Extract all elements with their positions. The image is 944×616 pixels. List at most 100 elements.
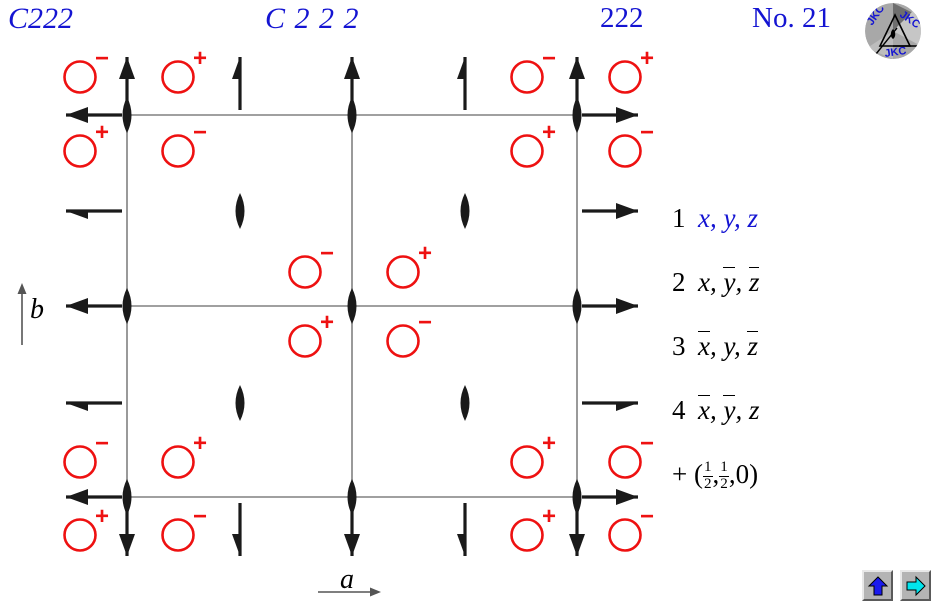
atom-height-sign: + bbox=[542, 430, 556, 457]
atom-circle bbox=[608, 445, 642, 479]
arrow-head bbox=[457, 534, 465, 556]
twofold-axis-lens bbox=[347, 97, 357, 133]
atom-height-sign: + bbox=[542, 503, 556, 530]
arrow-head bbox=[616, 298, 638, 314]
operation-row: 2 x, y, z bbox=[672, 250, 912, 314]
twofold-axis-arrow-horizontal bbox=[582, 203, 638, 219]
general-position-atom: − bbox=[386, 309, 432, 358]
arrow-head bbox=[569, 57, 585, 79]
twofold-axis-lens bbox=[572, 288, 582, 324]
atom-circle bbox=[288, 255, 322, 289]
atom-circle bbox=[608, 134, 642, 168]
atom-circle bbox=[63, 518, 97, 552]
operation-coords-2: x, y, z bbox=[698, 267, 760, 297]
centering-comma-2: , bbox=[728, 459, 736, 489]
atom-circle bbox=[608, 60, 642, 94]
atom-height-sign: − bbox=[95, 45, 109, 72]
atom-height-sign: + bbox=[95, 119, 109, 146]
nav-next-button[interactable] bbox=[900, 570, 931, 601]
atom-circle bbox=[386, 255, 420, 289]
coord-y-bar: y bbox=[723, 395, 736, 425]
general-position-atom: + bbox=[510, 503, 556, 552]
general-position-atom: + bbox=[510, 430, 556, 479]
atom-height-sign: + bbox=[320, 309, 334, 336]
twofold-axis-lens bbox=[572, 479, 582, 515]
arrow-head bbox=[66, 298, 88, 314]
general-position-atom: − bbox=[510, 45, 556, 94]
twofold-axis-lens bbox=[347, 479, 357, 515]
nav-up-button[interactable] bbox=[862, 570, 893, 601]
general-position-atom: − bbox=[161, 119, 207, 168]
arrow-head bbox=[616, 107, 638, 123]
arrow-head bbox=[569, 534, 585, 556]
arrow-head bbox=[66, 211, 88, 219]
coord-y: y bbox=[723, 203, 734, 233]
general-position-atom: − bbox=[161, 503, 207, 552]
twofold-axis-arrow-horizontal bbox=[582, 298, 638, 314]
atom-circle bbox=[161, 445, 195, 479]
atom-circle bbox=[161, 60, 195, 94]
arrow-head bbox=[232, 534, 240, 556]
inplane-twofold-axes bbox=[66, 57, 638, 556]
twofold-axis-arrow-horizontal bbox=[582, 107, 638, 123]
general-position-atom: − bbox=[63, 430, 109, 479]
twofold-axis-arrow-horizontal bbox=[66, 298, 122, 314]
atom-height-sign: + bbox=[640, 45, 654, 72]
arrow-head bbox=[457, 57, 465, 79]
atom-circle bbox=[63, 134, 97, 168]
atom-height-sign: − bbox=[418, 309, 432, 336]
general-position-atom: − bbox=[608, 430, 654, 479]
atom-circle bbox=[510, 134, 544, 168]
twofold-axis-lens bbox=[235, 385, 245, 421]
centering-comma-1: , bbox=[712, 459, 720, 489]
operation-number: 2 bbox=[672, 267, 686, 297]
coord-x-bar: x bbox=[698, 331, 710, 361]
jkc-logo: JKC JKC JKC bbox=[865, 3, 921, 59]
atom-height-sign: − bbox=[542, 45, 556, 72]
atom-height-sign: − bbox=[95, 430, 109, 457]
atom-circle bbox=[161, 134, 195, 168]
twofold-axis-lens bbox=[235, 193, 245, 229]
twofold-axis-lens bbox=[122, 288, 132, 324]
twofold-axis-arrow-horizontal bbox=[582, 489, 638, 505]
atom-height-sign: − bbox=[193, 503, 207, 530]
general-position-atom: − bbox=[608, 503, 654, 552]
perpendicular-twofold-axes bbox=[122, 97, 582, 515]
centering-plus: + bbox=[672, 459, 688, 489]
point-group-symbol: 222 bbox=[600, 2, 644, 34]
twofold-axis-arrow-vertical bbox=[232, 503, 242, 556]
twofold-axis-lens bbox=[122, 97, 132, 133]
atom-height-sign: − bbox=[320, 240, 334, 267]
general-position-atom: − bbox=[608, 119, 654, 168]
atom-height-sign: + bbox=[542, 119, 556, 146]
atom-circle bbox=[288, 324, 322, 358]
arrow-head bbox=[119, 534, 135, 556]
atom-height-sign: + bbox=[418, 240, 432, 267]
twofold-axis-arrow-horizontal bbox=[582, 401, 638, 411]
axis-a-label: a bbox=[340, 564, 354, 595]
operation-number: 1 bbox=[672, 203, 686, 233]
axis-a: a bbox=[318, 564, 381, 597]
twofold-axis-arrow-horizontal bbox=[66, 107, 122, 123]
up-arrow-icon bbox=[867, 575, 888, 595]
general-position-points: −+−++−+−−++−−++−+−+− bbox=[63, 45, 654, 552]
general-position-atom: − bbox=[288, 240, 334, 289]
twofold-axis-arrow-horizontal bbox=[66, 209, 122, 219]
coord-x: x bbox=[698, 267, 710, 297]
atom-circle bbox=[386, 324, 420, 358]
general-position-atom: − bbox=[63, 45, 109, 94]
centering-open-paren: ( bbox=[693, 459, 703, 489]
atom-circle bbox=[608, 518, 642, 552]
twofold-axis-lens bbox=[122, 479, 132, 515]
space-group-symbol-full: C 2 2 2 bbox=[265, 2, 360, 35]
atom-height-sign: − bbox=[640, 503, 654, 530]
twofold-axis-arrow-horizontal bbox=[66, 401, 122, 411]
twofold-axis-arrow-vertical bbox=[457, 57, 467, 110]
centering-zero: 0 bbox=[735, 459, 750, 489]
coord-z: z bbox=[748, 395, 760, 425]
operation-coords-4: x, y, z bbox=[698, 395, 760, 425]
arrow-head bbox=[616, 203, 638, 219]
atom-circle bbox=[63, 60, 97, 94]
twofold-axis-arrow-horizontal bbox=[66, 489, 122, 505]
